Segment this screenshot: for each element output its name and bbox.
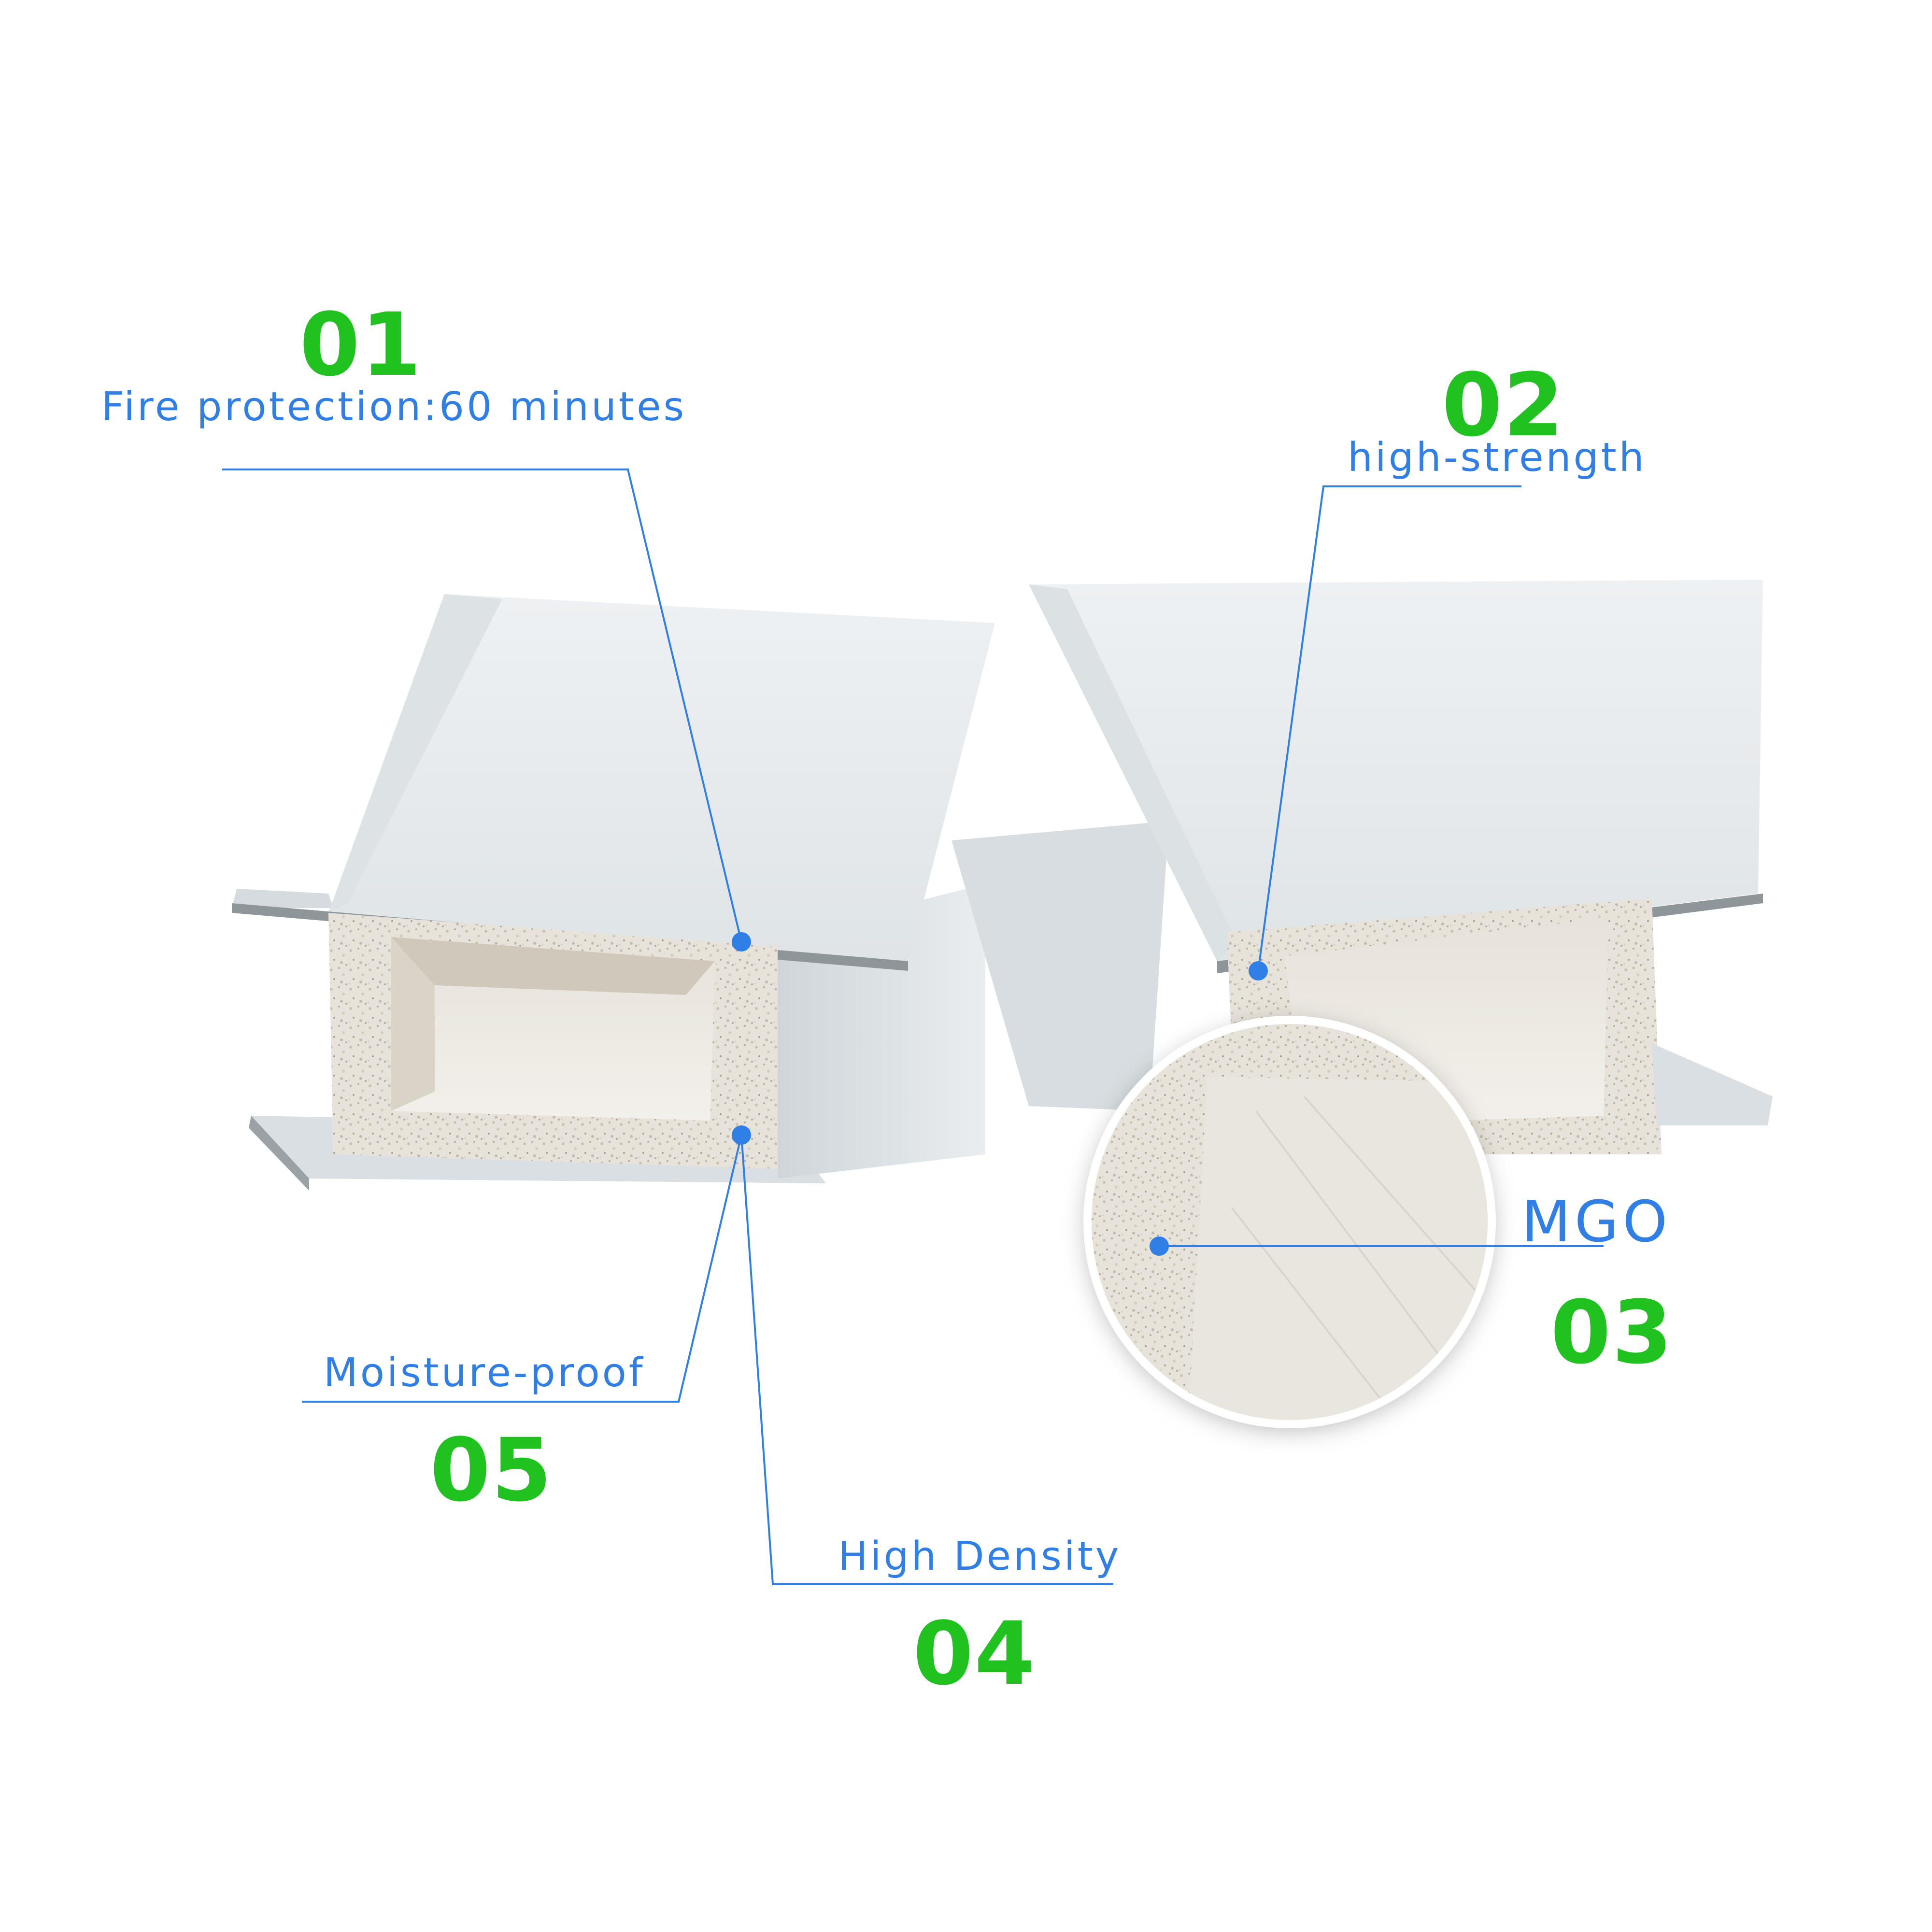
dot-01 — [732, 932, 751, 952]
callout-04-label: High Density — [838, 1534, 1122, 1579]
callout-04-number: 04 — [913, 1604, 1036, 1705]
zoom-detail-circle — [1083, 1016, 1496, 1428]
callout-01-label: Fire protection:60 minutes — [101, 384, 687, 430]
leader-line-01 — [222, 469, 742, 942]
leader-line-04 — [740, 1135, 1113, 1585]
right-panel — [952, 580, 1773, 1154]
leader-lines — [222, 469, 1604, 1585]
dot-02 — [1249, 961, 1268, 980]
dot-03 — [1150, 1236, 1169, 1256]
leader-line-05 — [302, 1135, 742, 1403]
leader-line-02 — [1257, 485, 1521, 971]
callout-02-number: 02 — [1442, 355, 1565, 456]
left-panel — [232, 594, 995, 1191]
leader-dots — [732, 932, 1268, 1256]
callout-02-label: high-strength — [1348, 435, 1647, 481]
callout-05-number: 05 — [430, 1420, 553, 1521]
callout-01-number: 01 — [299, 295, 423, 396]
callout-03-label: MGO — [1521, 1188, 1672, 1255]
dot-04-05 — [732, 1125, 751, 1145]
callout-03-number: 03 — [1550, 1282, 1674, 1383]
callout-05-label: Moisture-proof — [324, 1350, 645, 1396]
